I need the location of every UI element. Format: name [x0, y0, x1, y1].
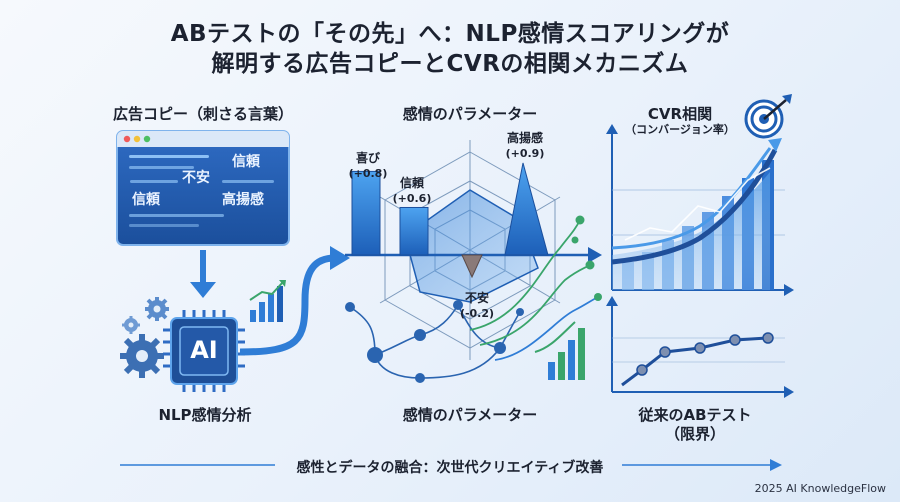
ai-chip-text: AI: [190, 336, 218, 364]
cvr-chart: [606, 124, 794, 296]
gear-small-icon: [145, 297, 169, 321]
param-joy-score: (+0.8): [348, 167, 388, 180]
cvr-sublabel: （コンバージョン率）: [625, 123, 735, 136]
credit-text: 2025 AI KnowledgeFlow: [754, 482, 886, 495]
ab-test-sublabel: （限界）: [664, 425, 725, 443]
param-anxiety-name: 不安: [464, 291, 489, 305]
param-excitement-score: (+0.9): [505, 147, 545, 160]
copy-word-trust-2: 信頼: [132, 192, 160, 208]
nlp-label: NLP感情分析: [158, 406, 252, 424]
ad-copy-label: 広告コピー（刺さる言葉）: [112, 105, 293, 123]
param-joy-bar: [351, 170, 381, 256]
target-icon: [744, 94, 792, 139]
title-line-2: 解明する広告コピーとCVRの相関メカニズム: [211, 51, 689, 77]
param-anxiety-score: (-0.2): [459, 307, 495, 320]
green-nodes: [571, 215, 602, 301]
ai-chip-icon: [163, 310, 245, 392]
gear-icon: [120, 334, 164, 378]
network-nodes: [345, 300, 524, 383]
window-maximize-dot: [143, 135, 151, 143]
emotion-param-marks: [351, 162, 549, 279]
param-trust-bar: [399, 206, 429, 256]
params-bottom-label: 感情のパラメーター: [402, 406, 538, 424]
footer-text: 感性とデータの融合：次世代クリエイティブ改善: [296, 460, 604, 476]
ab-test-label: 従来のABテスト: [638, 406, 752, 424]
mini-bars-icon: [534, 321, 585, 380]
window-minimize-dot: [133, 135, 141, 143]
axis-arrow-icon: [588, 247, 602, 263]
params-top-label: 感情のパラメーター: [402, 105, 538, 123]
param-trust-name: 信頼: [399, 176, 424, 190]
copy-word-excitement: 高揚感: [222, 192, 264, 208]
mini-growth-icon: [249, 280, 286, 322]
cvr-label: CVR相関: [647, 105, 713, 123]
footer-arrow: [120, 459, 782, 471]
gear-tiny-icon: [122, 316, 140, 334]
param-excitement-name: 高揚感: [506, 131, 543, 145]
green-trend-lines: [469, 219, 599, 361]
param-anxiety-spike: [461, 254, 483, 279]
flow-arrow-icon: [330, 246, 350, 270]
param-trust-score: (+0.6): [392, 192, 432, 205]
param-excitement-spike: [504, 162, 549, 256]
window-close-dot: [123, 135, 131, 143]
title-line-1: ABテストの「その先」へ：NLP感情スコアリングが: [170, 21, 730, 47]
down-arrow-icon: [190, 250, 216, 298]
ad-copy-window: [116, 130, 290, 246]
param-joy-name: 喜び: [355, 151, 380, 165]
ab-test-chart: [606, 296, 794, 398]
copy-word-anxiety: 不安: [182, 170, 210, 186]
copy-word-trust-1: 信頼: [232, 154, 260, 170]
